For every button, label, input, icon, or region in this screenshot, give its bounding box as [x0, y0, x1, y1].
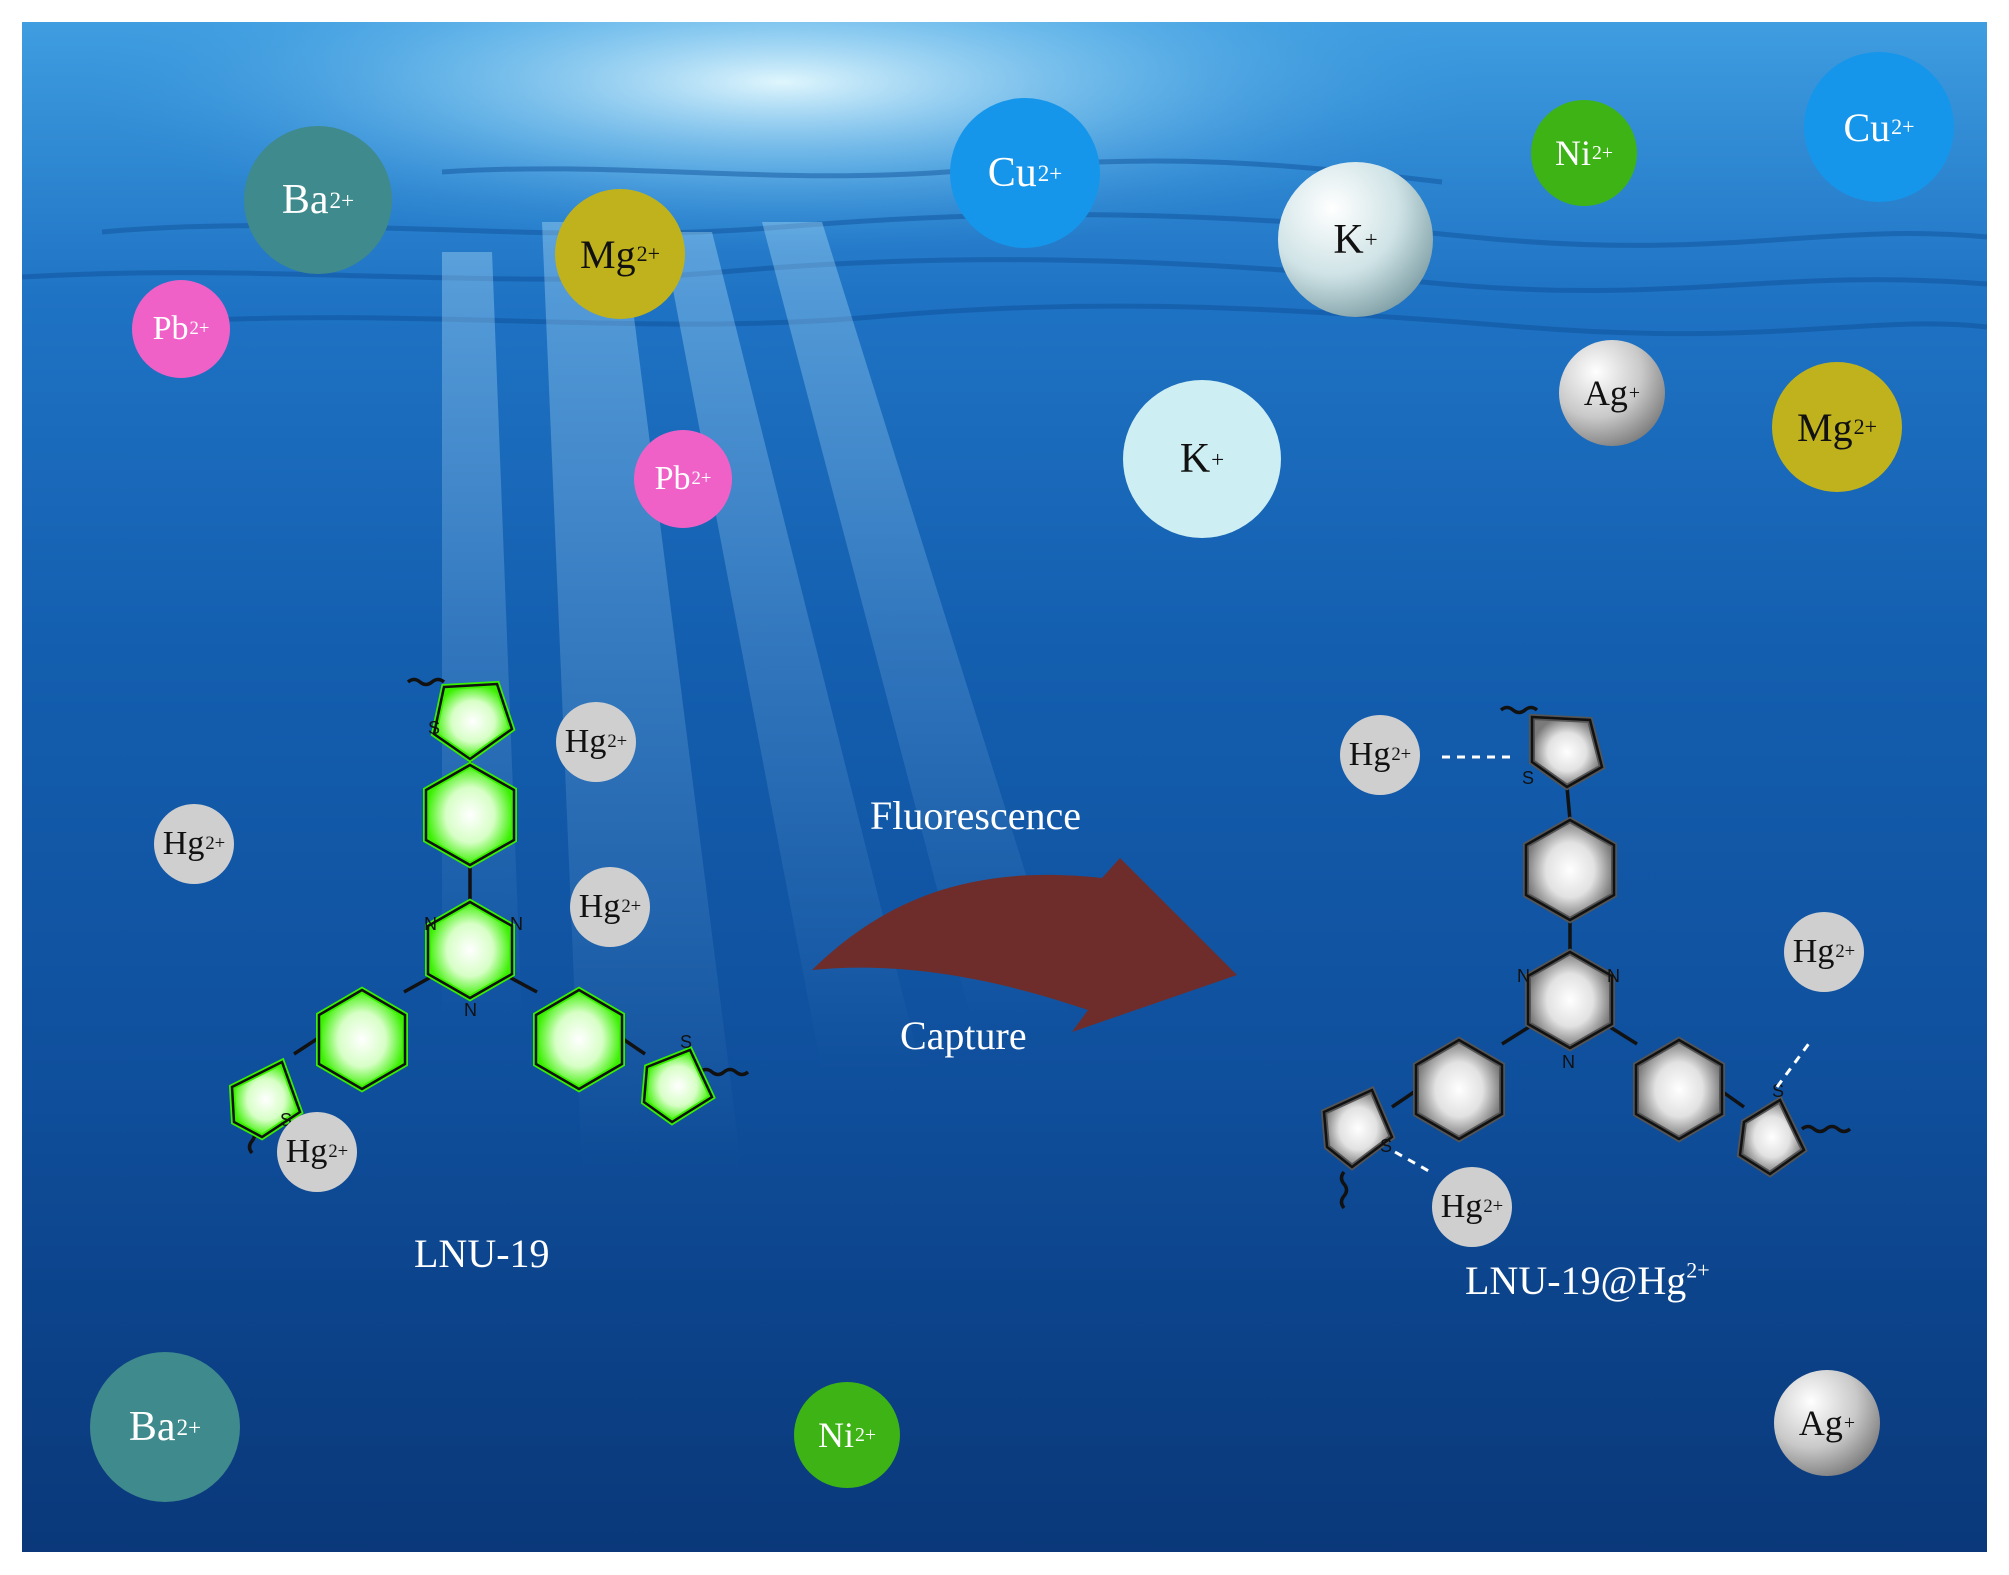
underwater-scene: S N N N S S	[22, 22, 1987, 1552]
benzene-ring	[423, 761, 517, 869]
thiophene-ring	[432, 682, 514, 761]
atom-label-s: S	[1522, 768, 1534, 788]
capture-arrow	[812, 858, 1237, 1032]
ag-ion: Ag+	[1559, 340, 1665, 446]
benzene-ring	[316, 986, 408, 1093]
atom-label-n: N	[1607, 966, 1620, 986]
lnu-19-hg-complex-molecule: S N N N S S	[1320, 705, 1852, 1210]
k-ion: K+	[1123, 380, 1281, 538]
triazine-ring	[1525, 948, 1615, 1052]
atom-label-n: N	[464, 1000, 477, 1020]
coordination-bonds	[1394, 755, 1812, 1176]
atom-label-n: N	[424, 914, 437, 934]
triazine-ring	[425, 898, 515, 1002]
scene-graphics: S N N N S S	[22, 22, 1987, 1552]
benzene-ring	[533, 986, 625, 1093]
arrow-label-capture: Capture	[900, 1013, 1027, 1058]
k-ion-pearl: K+	[1278, 162, 1433, 317]
surface-glow	[82, 22, 1482, 252]
molecule-label-lnu-19-hg: LNU-19@Hg2+	[1465, 1257, 1710, 1304]
atom-label-s: S	[1380, 1136, 1392, 1156]
benzene-ring	[1523, 816, 1617, 924]
lnu-19-molecule: S N N N S S	[228, 677, 750, 1155]
atom-label-s: S	[1772, 1081, 1784, 1101]
atom-label-s: S	[680, 1032, 692, 1052]
atom-label-n: N	[1517, 966, 1530, 986]
atom-label-n: N	[510, 914, 523, 934]
atom-label-s: S	[428, 718, 440, 738]
benzene-ring	[1633, 1036, 1725, 1143]
arrow-label-fluorescence: Fluorescence	[870, 793, 1082, 838]
atom-label-n: N	[1562, 1052, 1575, 1072]
molecule-label-lnu-19: LNU-19	[414, 1231, 550, 1276]
ag-ion: Ag+	[1774, 1370, 1880, 1476]
benzene-ring	[1413, 1036, 1505, 1143]
